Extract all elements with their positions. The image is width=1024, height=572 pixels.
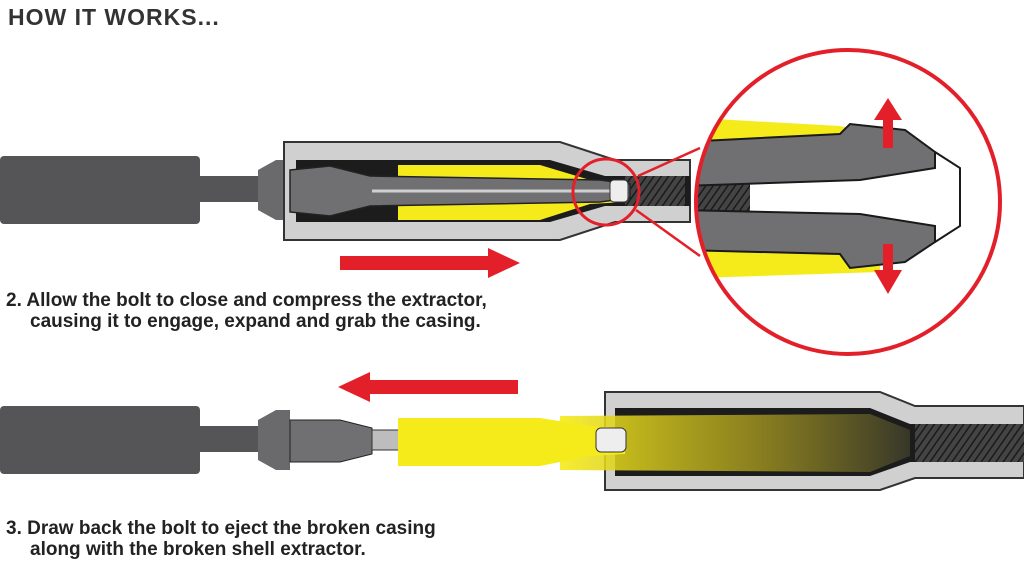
expand-down-arrow-icon — [874, 244, 902, 294]
backward-arrow-icon — [338, 372, 518, 402]
step-3-line-1: 3. Draw back the bolt to eject the broke… — [6, 518, 436, 539]
focus-circle — [571, 157, 641, 227]
step-3-caption: 3. Draw back the bolt to eject the broke… — [6, 518, 436, 560]
step-2-line-2: causing it to engage, expand and grab th… — [30, 311, 481, 332]
extractor-jaw-lower — [696, 208, 936, 270]
step-3-line-2: along with the broken shell extractor. — [30, 539, 366, 560]
step2-bolt-assembly — [0, 141, 701, 258]
expand-up-arrow-icon — [874, 98, 902, 148]
forward-arrow-icon — [340, 248, 520, 278]
step3-bolt-assembly — [0, 391, 1024, 491]
zoom-detail — [694, 48, 1002, 356]
page-title: HOW IT WORKS... — [8, 4, 220, 30]
bolt-rod — [0, 156, 200, 224]
ejected-casing — [398, 418, 625, 466]
bolt-rod-step3 — [0, 406, 200, 474]
step-2-caption: 2. Allow the bolt to close and compress … — [6, 290, 487, 332]
step-2-line-1: 2. Allow the bolt to close and compress … — [6, 290, 487, 311]
